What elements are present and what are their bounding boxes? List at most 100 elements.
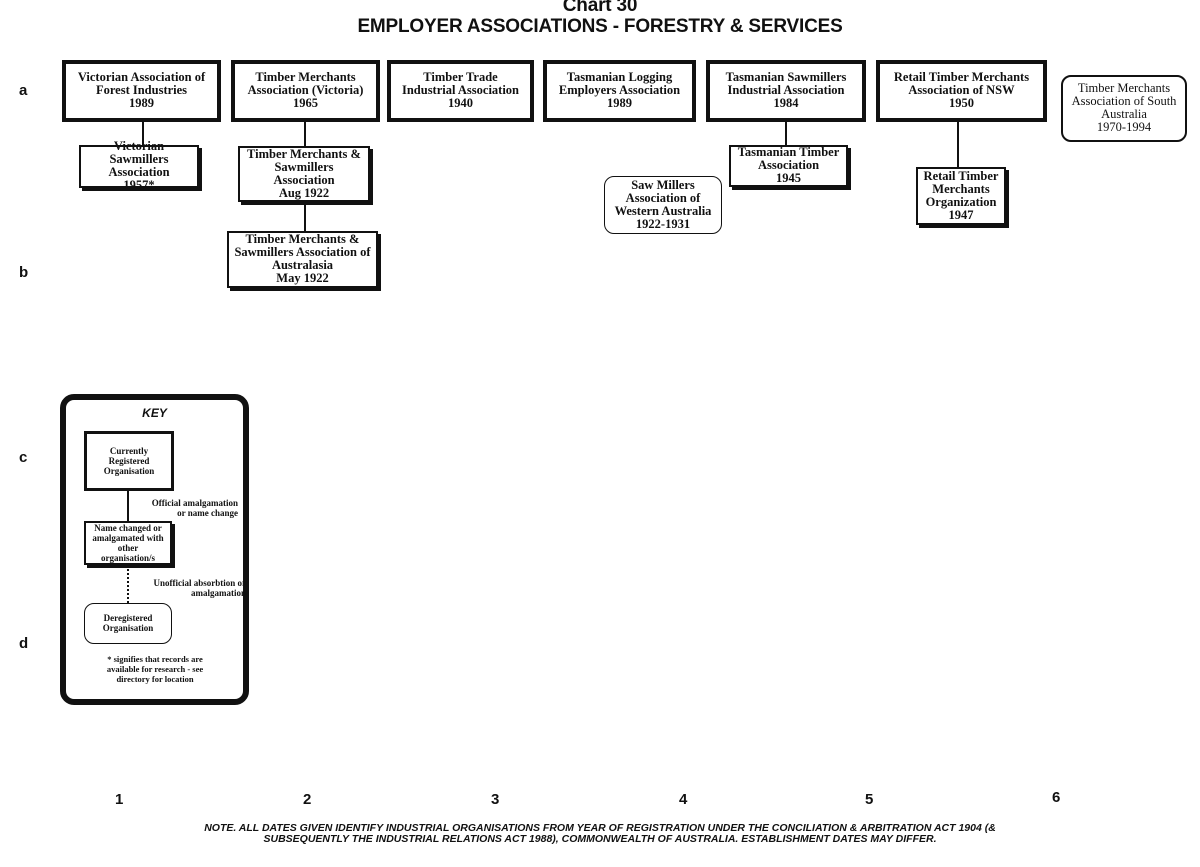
org-year: 1965 [293,96,318,110]
key-registered-box: Currently Registered Organisation [84,431,174,491]
org-year: 1989 [129,96,154,110]
key-legend: KEY Currently Registered Organisation Of… [60,394,249,705]
chart-number: Chart 30 [562,0,638,16]
org-year: 1957* [123,178,155,192]
link-vic-forest-sawmillers [142,120,144,146]
key-official-text: Official amalgamation or name change [128,498,238,518]
key-text: Official amalgamation [151,498,238,508]
key-title: KEY [142,406,167,420]
col-label-5: 5 [865,791,874,808]
org-name-line: Association of NSW [908,83,1015,97]
key-deregistered-box: Deregistered Organisation [84,603,172,644]
org-name-line: Industrial Association [401,83,520,97]
org-tm-sawmillers: Timber Merchants & Sawmillers Associatio… [238,146,370,202]
org-name-line: Australia [1101,107,1147,121]
footer-note-line: NOTE. ALL DATES GIVEN IDENTIFY INDUSTRIA… [204,822,996,834]
org-timber-merchants-sa: Timber Merchants Association of South Au… [1061,75,1187,142]
row-label-c: c [19,449,28,466]
key-text: Deregistered [103,613,153,623]
org-wa-saw-millers: Saw Millers Association of Western Austr… [604,176,722,234]
row-label-d: d [19,635,29,652]
org-name-line: Tasmanian Sawmillers [725,70,847,84]
col-label-6: 6 [1052,789,1061,806]
chart-title: EMPLOYER ASSOCIATIONS - FORESTRY & SERVI… [357,16,843,37]
org-name-line: Sawmillers Association of [234,245,371,259]
col-label-1: 1 [115,791,124,808]
row-label-a: a [19,82,28,99]
link-rtm-nsw-org [957,120,959,168]
org-name-line: Tasmanian Timber [737,145,840,159]
org-retail-timber-nsw: Retail Timber Merchants Association of N… [876,60,1047,122]
col-label-2: 2 [303,791,312,808]
org-tas-sawmillers: Tasmanian Sawmillers Industrial Associat… [706,60,866,122]
org-retail-timber-organization: Retail Timber Merchants Organization 194… [916,167,1006,225]
link-tas-sawmillers-timber [785,120,787,146]
org-name-line: Association [757,158,820,172]
link-tm-sawmillers-australasia [304,201,306,232]
org-name-line: Association of South [1071,94,1177,108]
link-tmav-tm-sawmillers [304,120,306,147]
org-name-line: Retail Timber Merchants [893,70,1030,84]
footer-note-line: SUBSEQUENTLY THE INDUSTRIAL RELATIONS AC… [263,833,937,845]
key-text: * signifies that records are [107,654,203,664]
key-changed-box: Name changed or amalgamated with other o… [84,521,172,565]
org-year: 1947 [948,207,974,222]
key-text: amalgamation [191,588,246,598]
org-tm-sawmillers-australasia: Timber Merchants & Sawmillers Associatio… [227,231,378,288]
key-unofficial-line [127,565,129,603]
org-name-line: Tasmanian Logging [566,70,673,84]
key-text: Organisation [103,465,155,476]
org-name-line: Employers Association [558,83,681,97]
org-tas-logging: Tasmanian Logging Employers Association … [543,60,696,122]
key-text: directory for location [116,674,194,684]
org-name-line: Victorian Association of [77,70,206,84]
key-text: Organisation [102,623,154,633]
org-timber-trade-industrial: Timber Trade Industrial Association 1940 [387,60,534,122]
org-name-line: Industrial Association [727,83,845,97]
org-name-line: Australasia [271,258,334,272]
key-text: Currently [109,445,149,456]
org-name-line: Retail Timber [923,168,999,183]
key-footnote: * signifies that records are available f… [70,654,240,684]
org-name-line: Organization [925,194,997,209]
org-year: 1940 [448,96,473,110]
key-text: organisation/s [100,552,155,563]
org-name-line: Sawmillers [274,159,334,174]
key-text: or name change [177,508,238,518]
org-year: 1989 [607,96,632,110]
org-name-line: Forest Industries [95,83,188,97]
org-name-line: Timber Trade [423,70,498,84]
org-tas-timber: Tasmanian Timber Association 1945 [729,145,848,187]
col-label-3: 3 [491,791,500,808]
org-name-line: Timber Merchants [1077,81,1171,95]
org-name-line: Victorian Sawmillers [109,139,169,166]
key-text: Unofficial absorbtion or [153,578,246,588]
org-year: 1984 [773,96,799,110]
org-name-line: Association of [625,190,701,205]
footer-note: NOTE. ALL DATES GIVEN IDENTIFY INDUSTRIA… [150,823,1050,845]
org-name-line: Association [108,165,170,179]
org-year: 1970-1994 [1096,120,1152,134]
col-label-4: 4 [679,791,688,808]
org-year: May 1922 [276,271,329,285]
org-name-line: Timber Merchants & [247,146,361,161]
key-text: other [117,542,139,553]
org-name-line: Merchants [932,181,990,196]
org-timber-merchants-vic: Timber Merchants Association (Victoria) … [231,60,380,122]
row-label-b: b [19,264,29,281]
org-name-line: Western Australia [614,203,712,218]
org-name-line: Timber Merchants [255,70,356,84]
org-name-line: Association [273,172,335,187]
org-vic-forest-industries: Victorian Association of Forest Industri… [62,60,221,122]
key-text: amalgamated with [92,532,164,543]
org-name-line: Association (Victoria) [247,83,364,97]
org-name-line: Timber Merchants & [245,232,360,246]
key-text: available for research - see [106,664,204,674]
org-year: 1950 [949,96,974,110]
key-text: Registered [108,455,150,466]
org-year: 1945 [776,171,801,185]
key-unofficial-text: Unofficial absorbtion or amalgamation [124,578,246,598]
org-year: Aug 1922 [278,185,330,200]
key-text: Name changed or [94,522,162,533]
org-name-line: Saw Millers [631,177,695,192]
